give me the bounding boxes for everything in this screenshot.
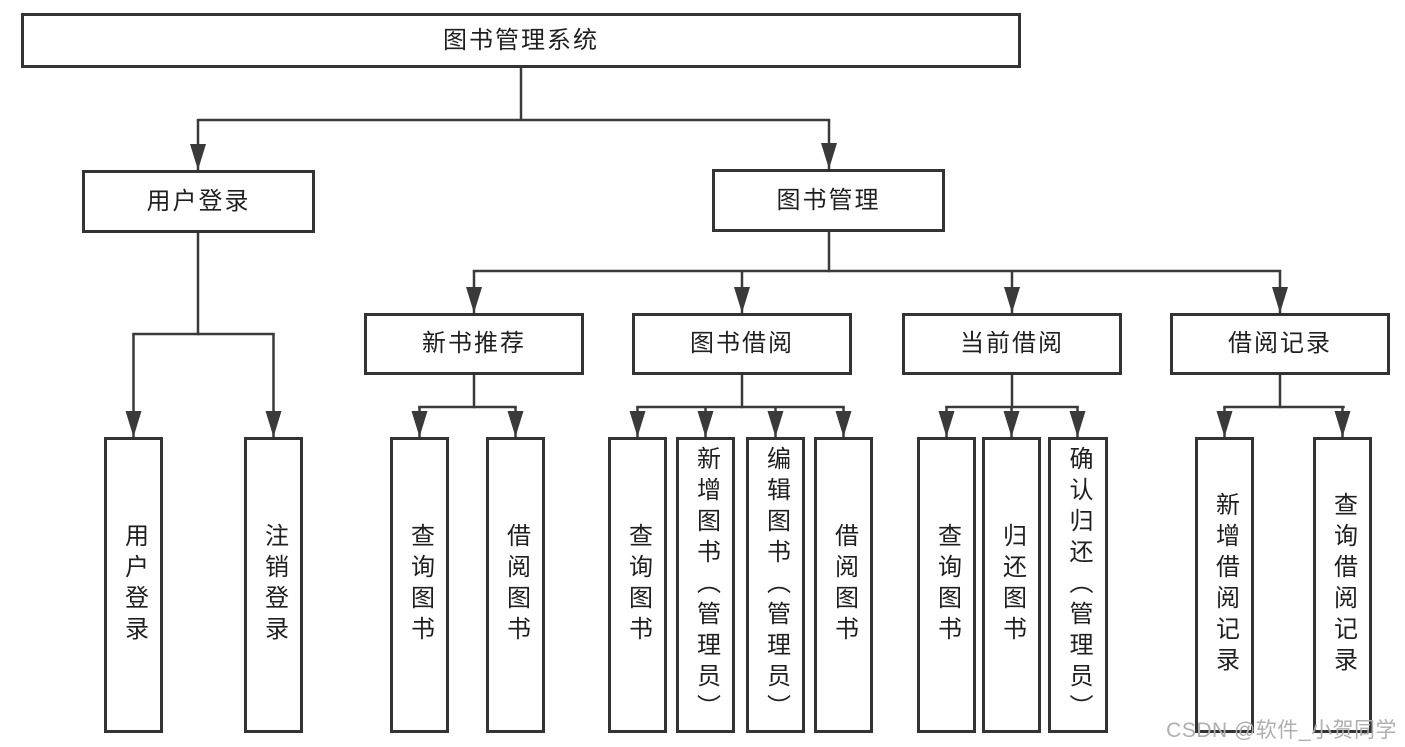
- node-root-label: 图书管理系统: [443, 26, 599, 54]
- leaf-label: 注销登录: [260, 523, 288, 647]
- leaf-logout-login: 注销登录: [244, 437, 303, 733]
- leaf-label: 查询借阅记录: [1329, 492, 1357, 678]
- node-label: 用户登录: [146, 187, 251, 215]
- leaf-label: 查询图书: [406, 523, 434, 647]
- node-new-book-recommend: 新书推荐: [364, 313, 584, 375]
- node-label: 图书借阅: [690, 330, 794, 357]
- node-root: 图书管理系统: [21, 13, 1021, 68]
- leaf-add-borrow-record: 新增借阅记录: [1195, 437, 1254, 733]
- leaf-label: 查询图书: [933, 523, 961, 647]
- node-label: 借阅记录: [1228, 330, 1332, 357]
- leaf-query-books-current: 查询图书: [917, 437, 976, 733]
- leaf-borrow-books: 借阅图书: [814, 437, 873, 733]
- csdn-watermark: CSDN @软件_小贺同学: [1166, 719, 1397, 742]
- leaf-query-books-recommend: 查询图书: [390, 437, 449, 733]
- leaf-label: 新增借阅记录: [1211, 492, 1239, 678]
- node-label: 新书推荐: [422, 330, 526, 357]
- leaf-edit-book-admin: 编辑图书（管理员）: [746, 437, 805, 733]
- leaf-borrow-books-recommend: 借阅图书: [486, 437, 545, 733]
- leaf-query-borrow-record: 查询借阅记录: [1313, 437, 1372, 733]
- node-label: 当前借阅: [960, 330, 1064, 357]
- leaf-confirm-return-admin: 确认归还（管理员）: [1048, 437, 1108, 733]
- leaf-label: 借阅图书: [502, 523, 530, 647]
- leaf-label: 查询图书: [624, 523, 652, 647]
- node-current-borrow: 当前借阅: [902, 313, 1122, 375]
- node-book-borrow: 图书借阅: [632, 313, 852, 375]
- leaf-add-book-admin: 新增图书（管理员）: [676, 437, 735, 733]
- leaf-user-login: 用户登录: [104, 437, 163, 733]
- leaf-query-books-borrow: 查询图书: [608, 437, 667, 733]
- leaf-return-books: 归还图书: [982, 437, 1041, 733]
- node-borrow-records: 借阅记录: [1170, 313, 1390, 375]
- node-label: 图书管理: [776, 186, 881, 214]
- leaf-label: 借阅图书: [830, 523, 858, 647]
- leaf-label: 确认归还（管理员）: [1065, 445, 1092, 725]
- node-book-management: 图书管理: [712, 169, 945, 232]
- node-user-login: 用户登录: [82, 170, 315, 233]
- leaf-label: 新增图书（管理员）: [692, 445, 720, 725]
- leaf-label: 编辑图书（管理员）: [762, 445, 790, 725]
- leaf-label: 归还图书: [998, 523, 1026, 647]
- leaf-label: 用户登录: [120, 523, 148, 647]
